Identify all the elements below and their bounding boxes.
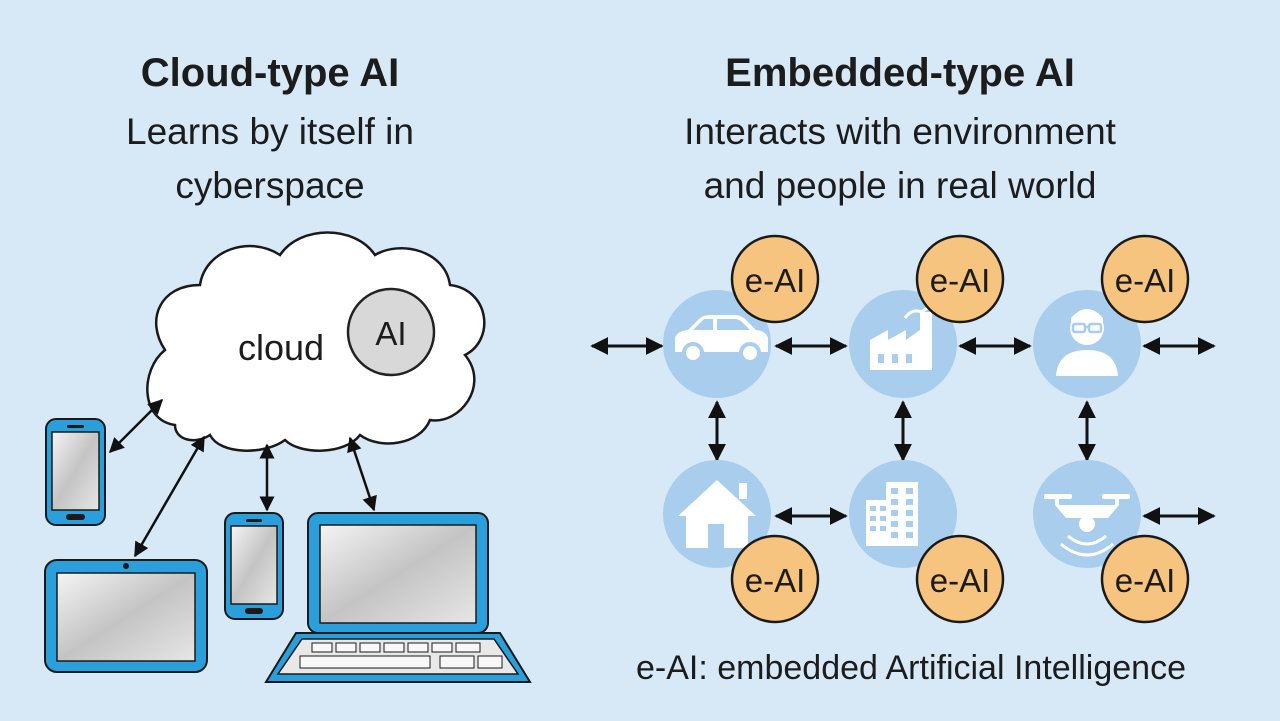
cloud-shape [146,231,486,452]
person-icon [1056,309,1118,376]
left-title: Cloud-type AI [140,51,400,95]
drone-icon [1044,494,1130,557]
e-ai-badges: e-AI e-AI e-AI e-AI e-AI e-AI [730,234,1190,624]
svg-text:e-AI: e-AI [745,262,806,299]
cloud-label: cloud [238,327,324,368]
svg-text:e-AI: e-AI [1115,562,1176,599]
e-ai-badge: e-AI [730,534,820,624]
left-subtitle-line1: Learns by itself in [126,111,414,152]
cloud-device-arrows [108,398,377,558]
smartphone-icon [45,418,106,526]
svg-text:e-AI: e-AI [1115,262,1176,299]
right-subtitle-line2: and people in real world [703,165,1097,206]
tablet-icon [44,559,208,673]
ai-badge: AI [346,287,436,377]
right-subtitle-line1: Interacts with environment [684,111,1116,152]
right-title: Embedded-type AI [725,51,1075,95]
house-icon [678,480,756,548]
svg-text:AI: AI [375,315,406,352]
smartphone-icon [224,512,284,620]
laptop-icon [264,512,532,683]
network-arrows [590,337,1216,525]
e-ai-badge: e-AI [1100,534,1190,624]
svg-text:e-AI: e-AI [930,262,991,299]
e-ai-badge: e-AI [915,534,1005,624]
e-ai-badge: e-AI [730,234,820,324]
footer-definition: e-AI: embedded Artificial Intelligence [636,649,1186,687]
left-subtitle-line2: cyberspace [175,165,365,206]
building-icon [866,482,918,546]
svg-text:e-AI: e-AI [930,562,991,599]
svg-text:e-AI: e-AI [745,562,806,599]
e-ai-badge: e-AI [1100,234,1190,324]
e-ai-badge: e-AI [915,234,1005,324]
car-icon [675,315,768,364]
